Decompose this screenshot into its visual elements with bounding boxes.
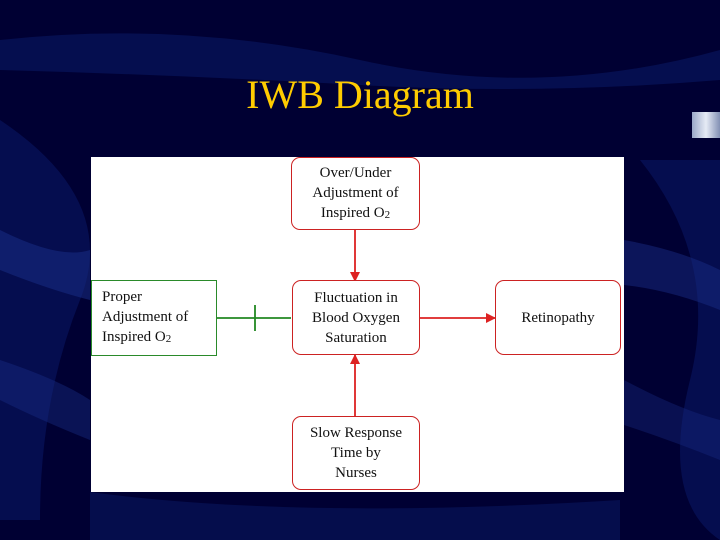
node-fluctuation-label: Fluctuation in Blood Oxygen Saturation — [312, 289, 400, 346]
node-slow-response: Slow Response Time by Nurses — [292, 416, 420, 490]
node-proper-adjustment: Proper Adjustment of Inspired O2 — [91, 280, 217, 356]
node-proper-adjustment-label: Proper Adjustment of Inspired O2 — [102, 289, 189, 345]
slide-title: IWB Diagram — [246, 72, 474, 117]
node-retinopathy: Retinopathy — [495, 280, 621, 355]
node-over-under-label: Over/Under Adjustment of Inspired O2 — [312, 164, 399, 221]
diagram-panel: Over/Under Adjustment of Inspired O2 Pro… — [91, 157, 624, 492]
side-tab-decoration — [692, 112, 720, 138]
node-fluctuation: Fluctuation in Blood Oxygen Saturation — [292, 280, 420, 355]
node-retinopathy-label: Retinopathy — [521, 309, 595, 326]
diagram-links — [217, 230, 496, 416]
node-slow-response-label: Slow Response Time by Nurses — [309, 425, 403, 481]
node-over-under-adjustment: Over/Under Adjustment of Inspired O2 — [291, 157, 420, 230]
